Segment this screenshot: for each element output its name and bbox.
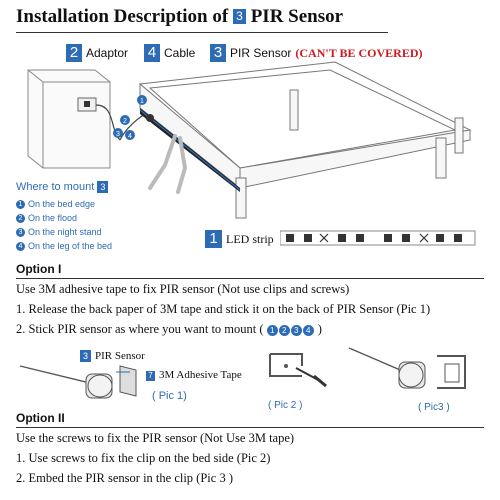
mount-number: 2 (278, 324, 290, 336)
svg-text:3: 3 (116, 131, 120, 138)
svg-text:1: 1 (140, 98, 144, 105)
svg-text:2: 2 (123, 118, 127, 125)
pic1-pir-label: 3 PIR Sensor (80, 346, 145, 364)
option1-line3-text: 2. Stick PIR sensor as where you want to… (16, 322, 264, 336)
option1-line3: 2. Stick PIR sensor as where you want to… (16, 322, 322, 337)
where-item-number: 4 (16, 242, 25, 252)
pic2-drawing (269, 353, 327, 388)
pic1-pir-badge: 3 (80, 350, 91, 362)
where-heading: Where to mount (16, 181, 95, 193)
option2-line2: 1. Use screws to fix the clip on the bed… (16, 451, 271, 465)
adaptor-number-badge: 2 (66, 44, 82, 62)
pic3-caption: ( Pic3 ) (418, 402, 450, 413)
title-prefix: Installation Description of (16, 6, 229, 27)
led-number-badge: 1 (205, 230, 222, 248)
pic1-drawing (19, 365, 137, 399)
cable-label: 4 Cable (144, 44, 195, 62)
title-number-badge: 3 (232, 9, 246, 24)
led-strip-graphic (280, 230, 476, 246)
option2-line1: Use the screws to fix the PIR sensor (No… (16, 431, 295, 445)
where-item-text: On the night stand (28, 227, 102, 237)
pic1-tape-label: 7 3M Adhesive Tape (146, 365, 242, 383)
option1-line1: Use 3M adhesive tape to fix PIR sensor (… (16, 282, 350, 296)
option2-divider (16, 427, 484, 428)
mount-number: 3 (290, 324, 302, 336)
night-stand (27, 69, 111, 169)
option2-line3: 2. Embed the PIR sensor in the clip (Pic… (16, 471, 233, 485)
pir-text: PIR Sensor (230, 46, 292, 60)
option1-line3-end: ) (317, 322, 322, 336)
mount-number: 1 (266, 324, 278, 336)
pic1-tape-text: 3M Adhesive Tape (159, 369, 242, 381)
pic1-caption: ( Pic 1) (152, 390, 187, 402)
option1-heading: Option I (16, 262, 62, 276)
where-item-text: On the bed edge (28, 199, 96, 209)
mount-number: 4 (302, 324, 314, 336)
adaptor-text: Adaptor (86, 46, 129, 60)
where-item-text: On the leg of the bed (28, 241, 113, 251)
pir-number-badge: 3 (210, 44, 226, 62)
option1-divider (16, 278, 484, 279)
pic2-caption: ( Pic 2 ) (268, 400, 303, 411)
title-underline (16, 32, 388, 33)
where-item-number: 2 (16, 214, 25, 224)
pic1-pir-text: PIR Sensor (95, 350, 145, 362)
svg-text:4: 4 (128, 133, 132, 140)
where-item-number: 3 (16, 228, 25, 238)
pic3-drawing (348, 347, 466, 389)
cable-number-badge: 4 (144, 44, 160, 62)
led-strip-label: 1 LED strip (205, 230, 274, 248)
pir-warning: (CAN'T BE COVERED) (295, 46, 423, 60)
person-legs (148, 134, 188, 194)
where-number-badge: 3 (97, 181, 109, 193)
pic1-tape-badge: 7 (146, 371, 155, 381)
pir-label: 3 PIR Sensor (CAN'T BE COVERED) (210, 44, 422, 62)
option1-line2: 1. Release the back paper of 3M tape and… (16, 302, 431, 316)
title-suffix: PIR Sensor (250, 6, 344, 27)
page-title: Installation Description of 3 PIR Sensor (16, 6, 343, 28)
where-item-text: On the flood (28, 213, 78, 223)
where-heading-row: Where to mount 3 (16, 181, 112, 193)
bed-illustration: 1 2 3 4 (27, 61, 472, 219)
pir-sensor-on-bed (146, 114, 154, 122)
cable-text: Cable (164, 46, 196, 60)
option2-heading: Option II (16, 411, 65, 425)
bed-frame (138, 61, 472, 219)
where-item-number: 1 (16, 200, 25, 210)
adaptor-label: 2 Adaptor (66, 44, 128, 62)
led-text: LED strip (226, 232, 274, 246)
